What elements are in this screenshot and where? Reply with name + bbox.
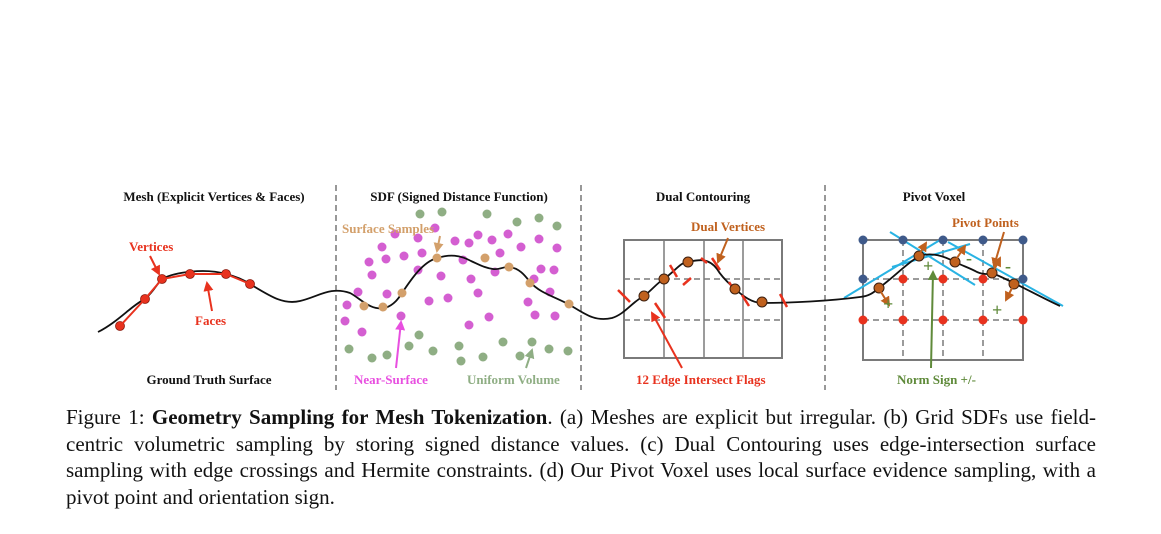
sdf-uniform-samples	[344, 207, 573, 366]
panel-dividers	[335, 185, 826, 390]
label-vertices: Vertices	[129, 239, 173, 254]
label-norm-sign: Norm Sign +/-	[897, 372, 976, 387]
figure-caption: Figure 1: Geometry Sampling for Mesh Tok…	[66, 404, 1096, 510]
dual-vertices	[638, 256, 768, 308]
panel-title-dual: Dual Contouring	[656, 189, 751, 204]
pivot-corner-outside	[858, 235, 1028, 284]
panel-title-sdf: SDF (Signed Distance Function)	[370, 189, 548, 204]
sign-plus-3: +	[992, 300, 1002, 320]
mesh-faces	[119, 273, 251, 327]
pivot-points	[873, 250, 1020, 294]
arrow-surface-samples	[433, 235, 444, 253]
pivot-corner-inside	[858, 274, 1028, 325]
sign-minus-2: -	[1005, 256, 1011, 276]
label-dual-vertices: Dual Vertices	[691, 219, 765, 234]
mesh-vertices	[115, 269, 255, 331]
pivot-tangent-lines	[843, 231, 1064, 307]
caption-bold-title: Geometry Sampling for Mesh Tokenization	[151, 405, 548, 429]
dual-grid	[623, 239, 783, 359]
panel-title-mesh: Mesh (Explicit Vertices & Faces)	[123, 189, 304, 204]
sdf-near-surface-samples	[340, 223, 562, 337]
sign-minus-1: -	[966, 248, 972, 268]
label-pivot-points: Pivot Points	[952, 215, 1019, 230]
caption-figure-label: Figure 1:	[66, 405, 145, 429]
dual-edge-flags	[617, 257, 789, 319]
label-near-surface: Near-Surface	[354, 372, 428, 387]
arrow-dual-vertices	[716, 237, 729, 264]
arrow-vertices	[149, 255, 160, 276]
arrow-norm-sign	[927, 270, 938, 369]
sdf-surface-samples	[359, 253, 574, 312]
arrow-uniform-volume	[524, 348, 535, 369]
arrow-near-surface	[395, 320, 406, 369]
label-faces: Faces	[195, 313, 226, 328]
caption-body: . (a) Meshes are explicit but irregular.…	[66, 405, 1096, 509]
label-edge-flags: 12 Edge Intersect Flags	[636, 372, 766, 387]
sign-plus-2: +	[923, 256, 933, 276]
arrow-pivot-points	[991, 231, 1005, 268]
sign-plus-1: +	[883, 294, 893, 314]
arrow-faces	[203, 281, 214, 312]
arrow-edge-flags	[651, 311, 683, 369]
label-ground-truth: Ground Truth Surface	[147, 372, 272, 387]
label-surface-samples: Surface Samples	[342, 221, 434, 236]
panel-title-pivot: Pivot Voxel	[903, 189, 966, 204]
figure-illustration: Mesh (Explicit Vertices & Faces) SDF (Si…	[97, 185, 1064, 390]
label-uniform-volume: Uniform Volume	[467, 372, 560, 387]
